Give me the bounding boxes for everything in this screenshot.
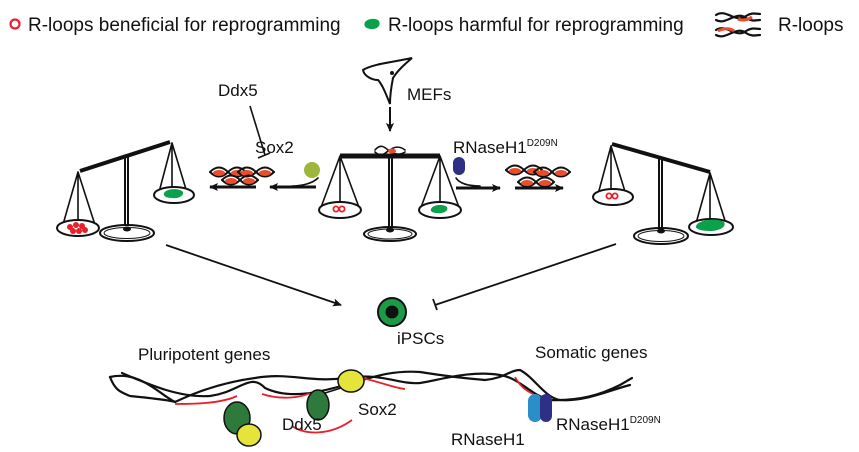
rloop-strands-icon [714, 12, 762, 38]
rnaseh1-bottom-label: RNaseH1 [451, 430, 525, 449]
rloops-increased-icon [209, 166, 275, 186]
legend-rloops-label: R-loops [778, 15, 843, 36]
legend-beneficial-label: R-loops beneficial for reprogramming [28, 15, 341, 36]
legend: R-loops beneficial for reprogramming R-l… [9, 12, 843, 38]
rnaseh1-mut-protein [540, 394, 552, 422]
mef-cell-icon [361, 57, 413, 105]
rna-strands [174, 376, 534, 434]
left-scale [56, 140, 195, 242]
rloops-stabilized-icon [505, 164, 571, 188]
sox2-bottom-label: Sox2 [358, 400, 397, 419]
sox2-protein-left [236, 423, 262, 447]
pluripotent-genes-label: Pluripotent genes [138, 345, 270, 364]
ddx5-bottom-label: Ddx5 [282, 415, 322, 434]
rnaseh1-mut-protein-icon [453, 157, 465, 175]
ddx5-inhibition-bar [257, 152, 271, 159]
right-scale [592, 142, 734, 245]
sox2-curve [291, 177, 319, 187]
somatic-genes-label: Somatic genes [535, 343, 647, 362]
ipsc-cell-icon [377, 297, 407, 327]
rnaseh1-mut-top-label: RNaseH1D209N [453, 138, 558, 157]
left-scale-to-ipsc-arrow [165, 244, 342, 307]
legend-beneficial: R-loops beneficial for reprogramming [9, 15, 341, 36]
mefs-label: MEFs [407, 85, 451, 104]
dna-strands [108, 368, 634, 404]
ddx5-protein-right [306, 389, 330, 421]
ipsc-inhibition-bar [432, 298, 438, 311]
green-blob-icon [364, 18, 380, 29]
ddx5-inhibition-line [249, 105, 266, 156]
legend-harmful: R-loops harmful for reprogramming [364, 15, 684, 36]
ddx5-top-label: Ddx5 [218, 81, 258, 100]
red-ring-icon [9, 18, 21, 30]
center-scale [318, 145, 462, 242]
sox2-protein-right [337, 369, 365, 393]
legend-harmful-label: R-loops harmful for reprogramming [388, 15, 684, 36]
rnaseh1-mut-bottom-label: RNaseH1D209N [556, 415, 661, 434]
rnaseh1-protein [528, 394, 542, 422]
ipscs-label: iPSCs [397, 329, 444, 348]
right-scale-to-ipsc-inhibition [434, 243, 617, 306]
sox2-protein-icon [304, 162, 320, 178]
legend-rloops: R-loops [714, 12, 843, 38]
